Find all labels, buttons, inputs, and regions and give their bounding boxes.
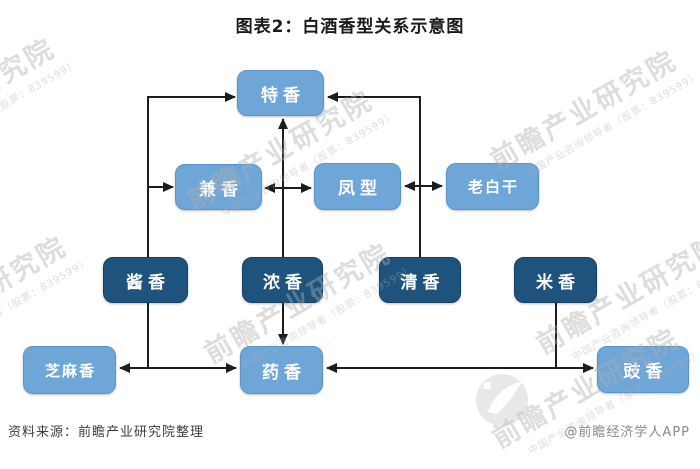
node-zhimaxiang: 芝麻香: [23, 346, 116, 394]
connector-arrows: [119, 92, 594, 373]
node-chixiang: 豉香: [597, 346, 689, 393]
node-mixiang: 米香: [514, 257, 597, 303]
node-jianxiang: 兼香: [175, 164, 262, 210]
node-yaoxiang: 药香: [240, 346, 323, 394]
source-note: 资料来源：前瞻产业研究院整理: [8, 425, 205, 440]
node-laobaigan: 老白干: [446, 163, 539, 210]
credit-note: @前瞻经济学人APP: [564, 425, 690, 440]
node-nongxiang: 浓香: [242, 257, 323, 303]
page-title: 图表2：白酒香型关系示意图: [235, 17, 465, 37]
aroma-relationship-diagram: 特香 兼香 凤型 老白干 酱香 浓香 清香 米香 芝麻香 药香 豉香 前瞻产业研…: [0, 33, 700, 458]
node-qingxiang: 清香: [379, 257, 461, 303]
node-fengxing: 凤型: [314, 163, 401, 210]
node-jiangxiang: 酱香: [103, 257, 188, 303]
node-texiang: 特香: [237, 70, 324, 116]
